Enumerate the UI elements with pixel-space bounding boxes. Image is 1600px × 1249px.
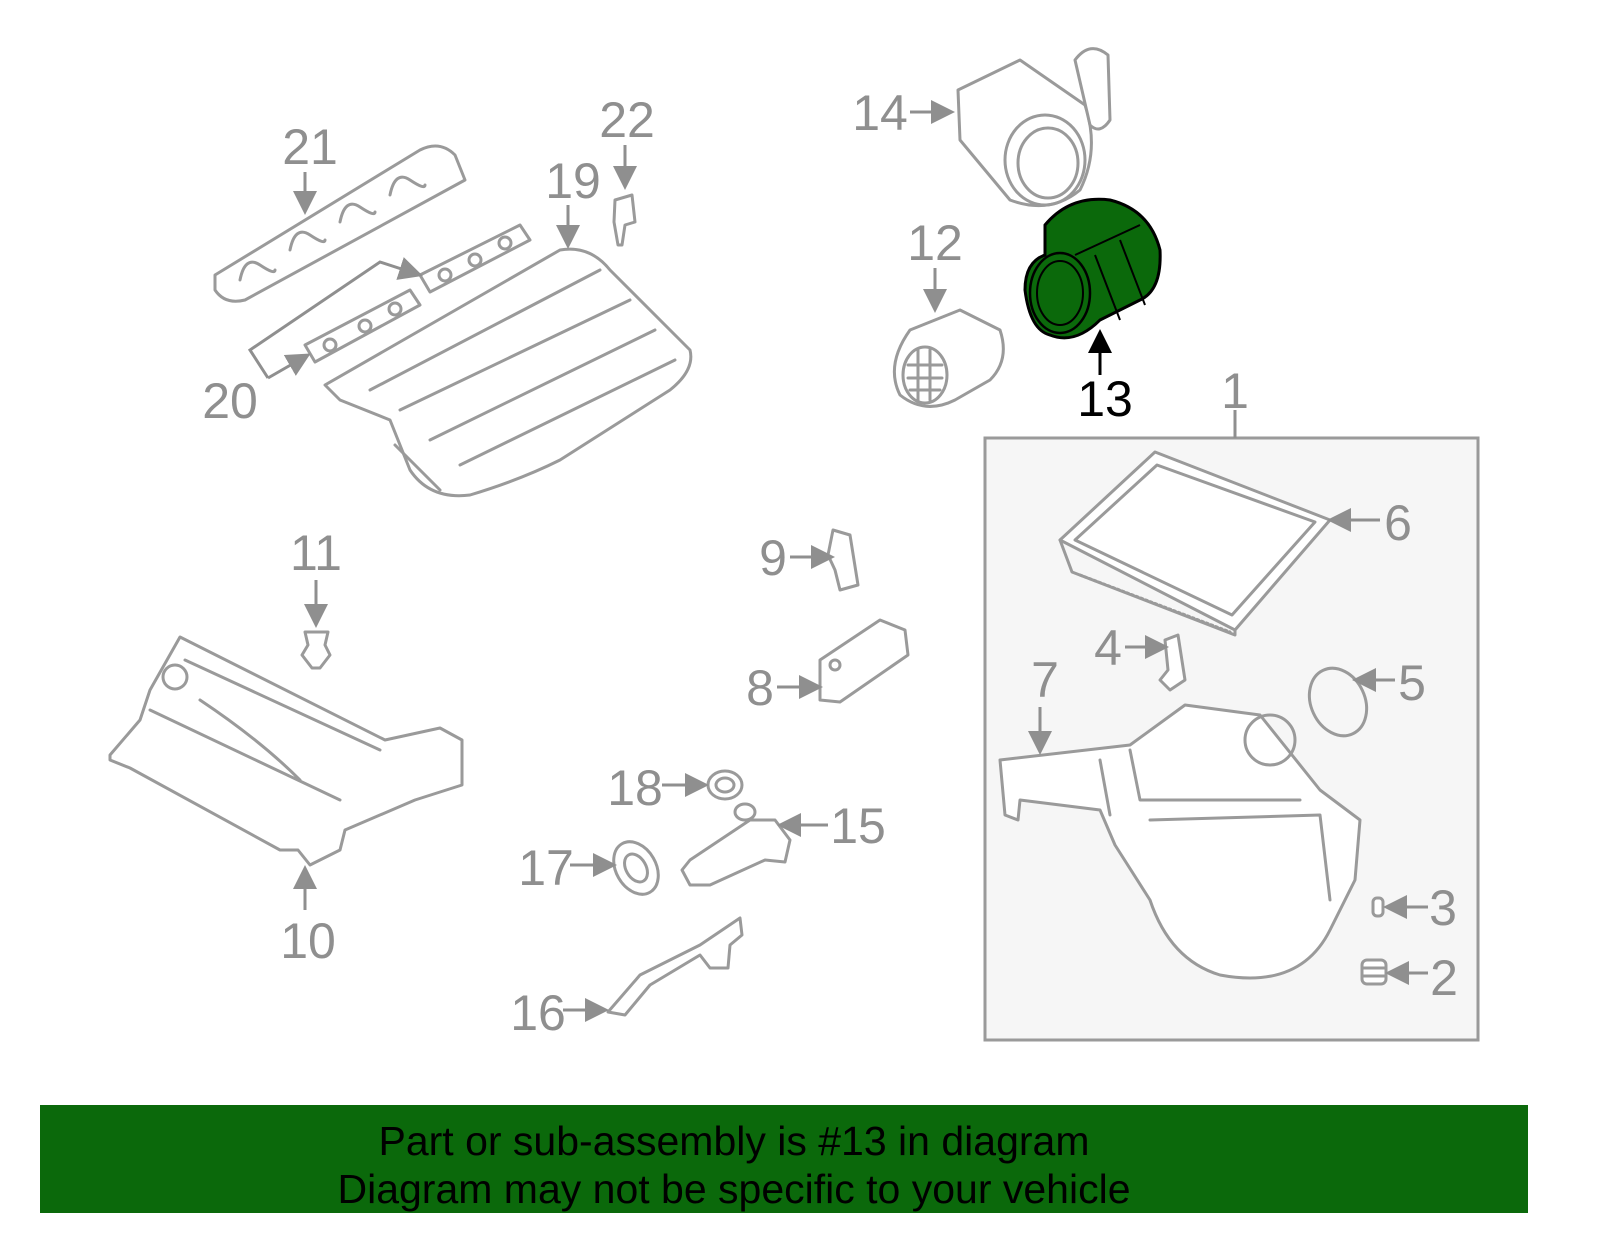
callout-14: 14 <box>852 85 908 141</box>
callout-7: 7 <box>1031 652 1059 708</box>
part-22-sensor[interactable] <box>612 193 637 247</box>
part-10-air-duct[interactable] <box>108 635 464 867</box>
callout-5: 5 <box>1398 655 1426 711</box>
part-11-clip[interactable] <box>300 630 332 670</box>
part-16-bracket[interactable] <box>606 916 744 1017</box>
callout-17: 17 <box>518 840 574 896</box>
callout-13: 13 <box>1077 371 1133 427</box>
part-info-banner: Part or sub-assembly is #13 in diagram D… <box>40 1105 1528 1213</box>
part-19-intake-manifold[interactable] <box>323 247 693 498</box>
callout-1: 1 <box>1221 363 1249 419</box>
part-13-intake-boot-highlighted[interactable] <box>1023 197 1162 340</box>
callout-3: 3 <box>1429 880 1457 936</box>
callout-21: 21 <box>282 119 338 175</box>
callout-19: 19 <box>545 153 601 209</box>
callout-18: 18 <box>607 760 663 816</box>
callout-16: 16 <box>510 985 566 1041</box>
callout-8: 8 <box>746 660 774 716</box>
part-17-seal-ring[interactable] <box>605 834 668 902</box>
callout-11: 11 <box>290 525 342 581</box>
part-18-grommet[interactable] <box>706 769 744 801</box>
part-15-valve[interactable] <box>680 802 792 887</box>
callout-20: 20 <box>202 373 258 429</box>
leader-lines <box>247 100 1428 1022</box>
part-9-clip[interactable] <box>826 528 860 592</box>
part-20-gaskets[interactable] <box>303 223 532 364</box>
callout-22: 22 <box>599 92 655 148</box>
part-3-grommet[interactable] <box>1371 896 1385 918</box>
callout-6: 6 <box>1384 495 1412 551</box>
callout-15: 15 <box>830 798 886 854</box>
part-2-grommet[interactable] <box>1360 958 1388 986</box>
part-8-bracket[interactable] <box>818 618 910 704</box>
callout-9: 9 <box>759 530 787 586</box>
banner-line-disclaimer: Diagram may not be specific to your vehi… <box>337 1166 1131 1212</box>
part-14-intake-boot[interactable] <box>956 47 1112 208</box>
callout-2: 2 <box>1430 950 1458 1006</box>
callout-10: 10 <box>280 913 336 969</box>
callout-4: 4 <box>1094 620 1122 676</box>
part-6-air-filter[interactable] <box>1058 450 1332 637</box>
banner-line-part-number: Part or sub-assembly is #13 in diagram <box>378 1118 1090 1164</box>
callout-12: 12 <box>907 215 963 271</box>
part-7-air-cleaner-housing[interactable] <box>998 703 1362 980</box>
part-21-coil-rail[interactable] <box>213 144 467 303</box>
part-12-mass-air-flow-sensor[interactable] <box>892 308 1005 408</box>
